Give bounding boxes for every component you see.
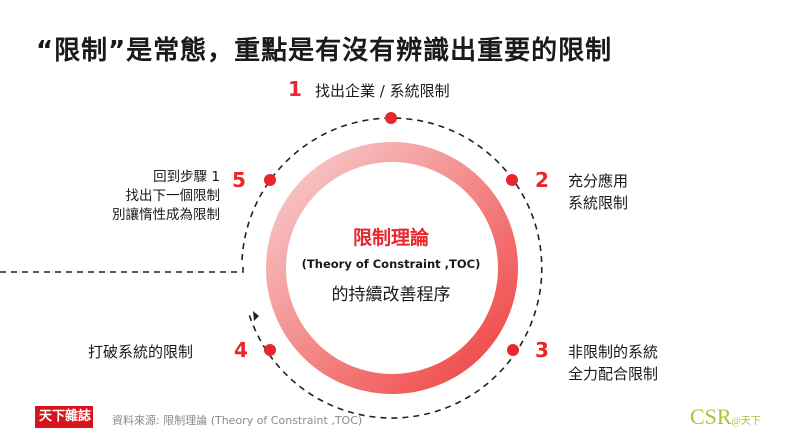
step-line: 別讓惰性成為限制: [112, 207, 220, 223]
center-ring: [266, 142, 518, 394]
step-line: 全力配合限制: [568, 365, 659, 383]
center-subtitle: (Theory of Constraint ,TOC): [301, 257, 481, 271]
step-line: 非限制的系統: [568, 343, 659, 361]
step-4-number: 4: [234, 338, 248, 362]
source-note: 資料來源: 限制理論 (Theory of Constraint ,TOC): [112, 414, 363, 427]
step-line: 系統限制: [568, 194, 629, 212]
cw-magazine-logo: 天下雜誌: [35, 406, 93, 428]
slide-title: “限制”是常態，重點是有沒有辨識出重要的限制: [36, 36, 613, 66]
step-2-text: 充分應用 系統限制: [568, 170, 628, 214]
step-1: 1 找出企業 / 系統限制: [288, 77, 450, 102]
csr-logo: CSR@天下: [690, 404, 761, 430]
step-4-dot: [264, 344, 276, 356]
csr-logo-suffix: @天下: [731, 416, 761, 427]
step-4-text: 打破系統的限制: [88, 343, 194, 361]
step-1-dot: [385, 112, 397, 124]
step-line: 找出下一個限制: [125, 188, 221, 204]
step-2-number: 2: [535, 168, 549, 192]
center-title: 限制理論: [352, 227, 429, 249]
step-5-text: 回到步驟 1 找出下一個限制 別讓惰性成為限制: [60, 168, 220, 225]
step-number: 1: [288, 77, 302, 101]
step-3-text: 非限制的系統 全力配合限制: [568, 341, 658, 385]
step-5-number: 5: [232, 168, 246, 192]
center-description: 的持續改善程序: [331, 285, 451, 305]
step-3-number: 3: [535, 338, 549, 362]
step-2-dot: [506, 174, 518, 186]
csr-logo-text: CSR: [690, 404, 732, 429]
entry-dashed-line: [0, 262, 244, 273]
arrow-head-icon: [253, 311, 259, 321]
step-line: 充分應用: [568, 172, 629, 190]
step-3-dot: [507, 344, 519, 356]
step-text: 找出企業 / 系統限制: [315, 82, 450, 100]
cycle-dashed-path: [241, 117, 543, 419]
step-5-dot: [264, 174, 276, 186]
step-line: 回到步驟 1: [153, 169, 220, 185]
